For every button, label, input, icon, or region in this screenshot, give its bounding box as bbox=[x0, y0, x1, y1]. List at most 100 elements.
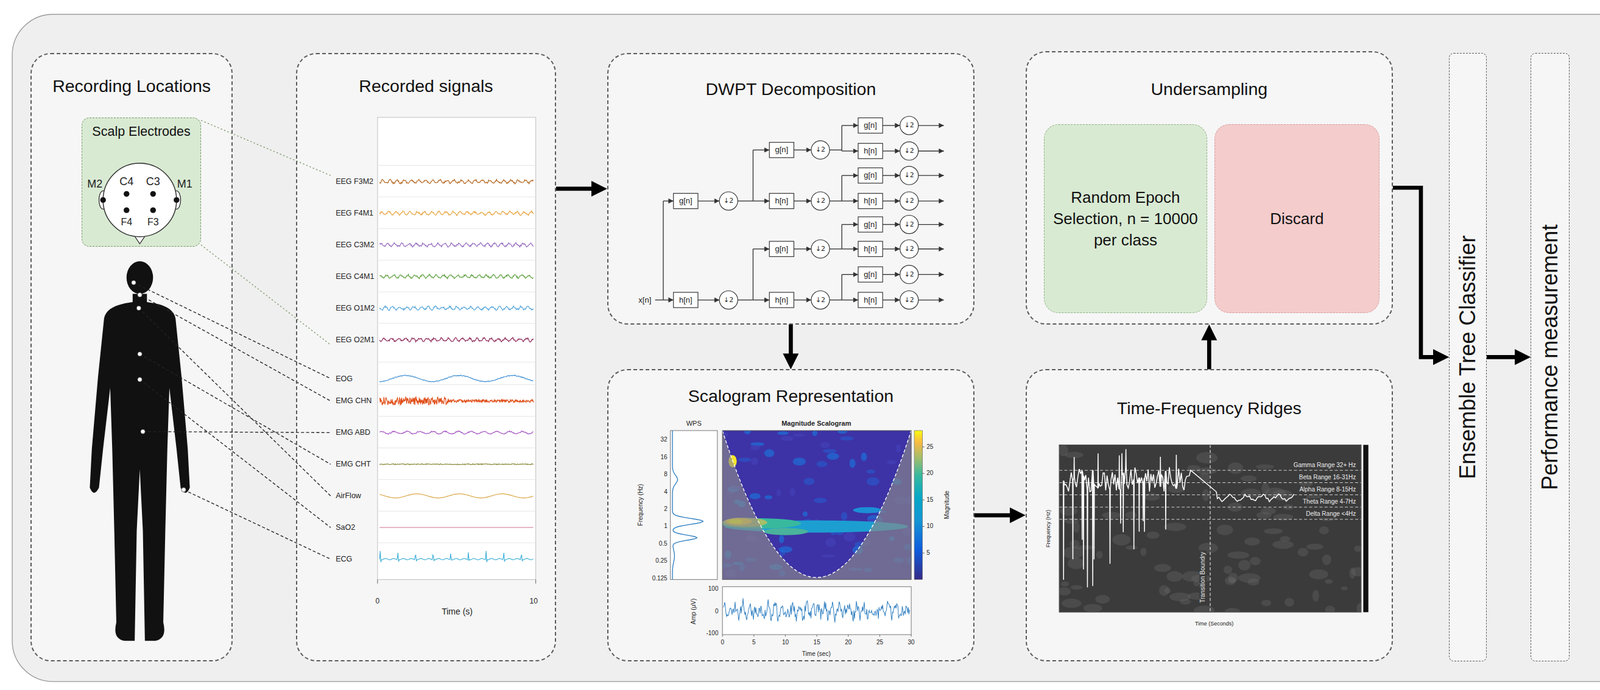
grid-line bbox=[377, 479, 536, 480]
ridge-texture bbox=[1070, 585, 1083, 590]
scalogram-texture bbox=[863, 567, 873, 573]
ridge-texture bbox=[1216, 524, 1234, 536]
ridge-texture bbox=[1356, 602, 1362, 613]
ridge-texture bbox=[1261, 482, 1270, 495]
scalogram-texture bbox=[843, 532, 856, 542]
tick-label: 15 bbox=[813, 639, 821, 647]
filter-wire bbox=[829, 299, 842, 301]
filter-box bbox=[673, 193, 698, 209]
scalogram-texture bbox=[789, 487, 795, 497]
tick-label: 1 bbox=[663, 523, 668, 531]
electrode-dot bbox=[123, 191, 130, 197]
scalogram-texture bbox=[837, 430, 848, 434]
filter-label: g[n] bbox=[863, 269, 878, 279]
plot-title: Magnitude Scalogram bbox=[781, 419, 851, 428]
box-label: Performance measurement bbox=[1537, 224, 1563, 490]
downsample-symbol: ↓2 bbox=[815, 146, 826, 155]
electrode-label: M2 bbox=[87, 177, 103, 191]
filter-wire bbox=[841, 150, 859, 152]
scalogram-texture bbox=[891, 478, 902, 485]
filter-wire bbox=[918, 174, 945, 176]
filter-wire bbox=[737, 200, 753, 201]
tick-label: 0.25 bbox=[655, 557, 667, 566]
scalogram-texture bbox=[886, 460, 897, 465]
leader-line bbox=[140, 353, 331, 465]
sensor-dot bbox=[137, 292, 142, 297]
ridge-texture bbox=[1249, 556, 1261, 566]
signal-trace bbox=[379, 337, 533, 342]
tick-label: 10 bbox=[782, 639, 789, 647]
ridge-texture bbox=[1351, 567, 1362, 577]
filter-wire bbox=[752, 249, 754, 301]
colorbar-tick: 10 bbox=[926, 523, 934, 531]
filter-label: h[n] bbox=[679, 295, 693, 305]
ridge-texture bbox=[1187, 464, 1201, 472]
flow-arrow bbox=[1486, 355, 1523, 360]
signal-name: EOG bbox=[335, 373, 353, 383]
scalogram-texture bbox=[835, 528, 845, 535]
ridge-texture bbox=[1193, 605, 1215, 613]
grid-line bbox=[377, 291, 536, 293]
axis-tick bbox=[911, 634, 912, 637]
outer-frame bbox=[12, 14, 1600, 682]
scalogram-texture bbox=[889, 536, 895, 542]
electrode-label: C3 bbox=[146, 175, 161, 189]
ridge-texture bbox=[1256, 512, 1272, 519]
filter-wire bbox=[918, 299, 945, 301]
downsample-symbol: ↓2 bbox=[815, 197, 826, 206]
filter-wire bbox=[882, 150, 900, 152]
ear bbox=[99, 190, 108, 209]
scalogram-image bbox=[722, 430, 912, 580]
colorbar-tick bbox=[922, 473, 925, 474]
downsample-circle bbox=[811, 191, 830, 211]
ridge-texture bbox=[1202, 489, 1210, 502]
downsample-symbol: ↓2 bbox=[723, 296, 734, 304]
signal-name: EMG CHN bbox=[335, 396, 372, 406]
amplitude-plot bbox=[722, 586, 912, 635]
scalogram-blob bbox=[728, 454, 737, 468]
scalogram-texture bbox=[854, 541, 866, 547]
scalogram-texture bbox=[749, 493, 761, 500]
band-label: Alpha Range 8-15Hz bbox=[1297, 486, 1357, 494]
scalogram-texture bbox=[825, 525, 831, 532]
filter-wire bbox=[841, 125, 843, 152]
scalogram-texture bbox=[906, 495, 912, 505]
filter-wire bbox=[918, 150, 945, 152]
filter-wire bbox=[841, 174, 859, 176]
panel-heading: DWPT Decomposition bbox=[705, 78, 877, 100]
classifier-box: Ensemble Tree Classifier bbox=[1448, 52, 1487, 662]
ridge-texture bbox=[1312, 590, 1320, 602]
scalogram-texture bbox=[847, 567, 860, 572]
downsample-circle bbox=[900, 239, 919, 259]
tick-label: 0 bbox=[715, 607, 719, 616]
signal-name: SaO2 bbox=[335, 523, 356, 532]
axis-title: Frequency (Hz) bbox=[1044, 509, 1051, 548]
scalogram-texture bbox=[872, 509, 887, 514]
filter-wire bbox=[918, 124, 945, 126]
ridge-texture bbox=[1065, 451, 1084, 459]
flow-arrow bbox=[1392, 187, 1442, 357]
colorbar-tick: 5 bbox=[926, 549, 931, 557]
scalogram-blob bbox=[728, 518, 743, 524]
panel: Recorded signals bbox=[296, 52, 557, 662]
ridge-texture bbox=[1238, 559, 1251, 571]
grid-line bbox=[377, 260, 536, 261]
scalogram-texture bbox=[722, 432, 728, 437]
downsample-symbol: ↓2 bbox=[904, 147, 915, 156]
filter-box bbox=[858, 168, 883, 184]
band-boundary bbox=[1059, 470, 1362, 471]
electrode-dot bbox=[150, 191, 156, 197]
panel-heading: Recording Locations bbox=[52, 75, 211, 97]
signal-trace bbox=[379, 305, 533, 311]
ridge-texture bbox=[1196, 467, 1217, 474]
downsample-circle bbox=[811, 239, 830, 259]
signal-name: EEG C3M2 bbox=[335, 240, 374, 250]
scalogram-texture bbox=[849, 458, 856, 468]
ridge-texture bbox=[1199, 472, 1211, 483]
ridge-texture bbox=[1325, 606, 1336, 613]
ridge-texture bbox=[1166, 571, 1183, 583]
scalogram-texture bbox=[849, 567, 863, 571]
axis-tick bbox=[879, 634, 881, 637]
filter-wire bbox=[752, 248, 770, 250]
downsample-circle bbox=[719, 191, 738, 211]
